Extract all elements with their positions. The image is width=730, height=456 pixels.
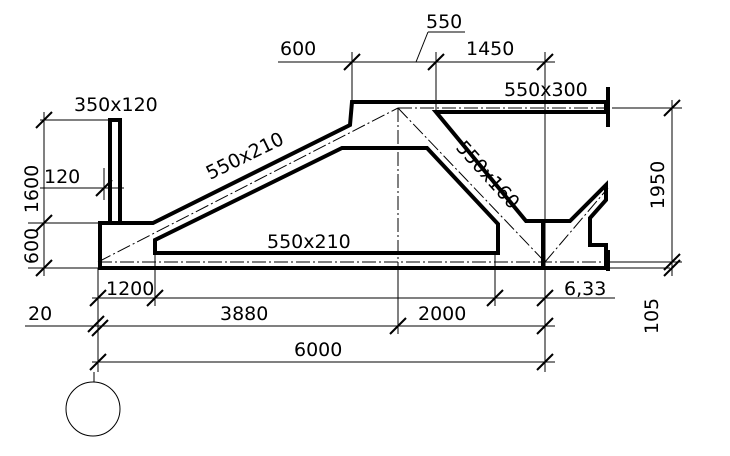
outer-contour — [98, 100, 608, 270]
dim-top-1450: 1450 — [466, 38, 514, 60]
dim-bottom-633: 6,33 — [564, 278, 606, 300]
truss-outline — [98, 87, 670, 271]
left-dimension-chain — [28, 111, 124, 277]
dim-bottom-1200: 1200 — [106, 278, 154, 300]
right-dimension-chain — [610, 99, 682, 277]
dim-bottom-2000: 2000 — [418, 303, 466, 325]
dim-left-120: 120 — [44, 166, 80, 188]
top-dimension-chain — [278, 31, 555, 268]
post-label: 350x120 — [74, 94, 158, 116]
dim-bottom-6000: 6000 — [294, 339, 342, 361]
dim-left-1600: 1600 — [21, 165, 43, 213]
dim-top-550: 550 — [426, 11, 462, 33]
dim-bottom-20: 20 — [28, 303, 52, 325]
dim-top-600: 600 — [280, 38, 316, 60]
dim-bottom-3880: 3880 — [220, 303, 268, 325]
dimension-labels: 600 550 1450 1600 120 600 1950 105 1200 … — [21, 11, 669, 361]
center-lines — [97, 107, 680, 268]
bottom-dimension-chain — [25, 253, 615, 372]
top-chord-label: 550x300 — [504, 79, 588, 101]
axis-marker — [65, 372, 121, 437]
dim-right-105: 105 — [641, 298, 663, 334]
inner-opening — [153, 146, 500, 255]
post — [108, 118, 122, 225]
dim-left-600: 600 — [21, 228, 43, 264]
dim-right-1950: 1950 — [647, 161, 669, 209]
member-labels: 350x120 550x300 550x210 550x160 550x210 — [74, 79, 588, 253]
bottom-chord-label: 550x210 — [267, 231, 351, 253]
